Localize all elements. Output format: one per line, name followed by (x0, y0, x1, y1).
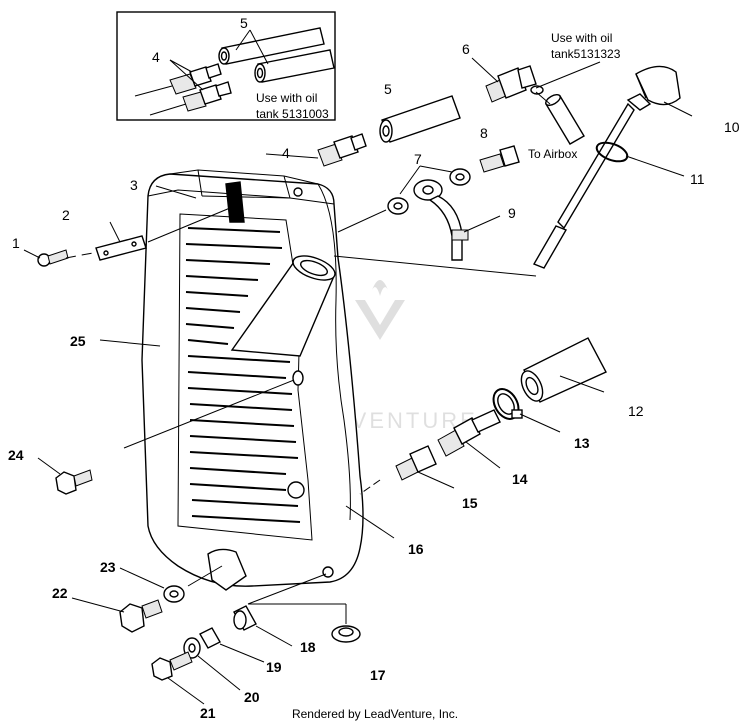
callout-12: 12 (628, 403, 644, 419)
callout-10: 10 (724, 119, 740, 135)
airbox-hose (545, 94, 585, 145)
inset-note-line1: Use with oil (256, 91, 317, 105)
elbow-fitting-6 (485, 65, 544, 103)
callout-11: 11 (690, 171, 705, 187)
callout-17: 17 (370, 667, 386, 683)
inset-hose-upper (218, 27, 325, 65)
oil-tank-16 (141, 169, 364, 591)
inset-fitting-lower (182, 81, 232, 112)
inset-box: 4 5 Use with oil tank 5131003 (116, 11, 336, 121)
bolt-21 (151, 651, 193, 681)
callout-21: 21 (200, 705, 216, 721)
callout-25: 25 (70, 333, 86, 349)
callout-2: 2 (62, 207, 70, 223)
hose-5 (379, 95, 461, 143)
callout-15: 15 (462, 495, 478, 511)
dipstick-10 (532, 65, 681, 269)
callout-3: 3 (130, 177, 138, 193)
callout-19: 19 (266, 659, 282, 675)
washer-23 (163, 585, 185, 603)
callout-23: 23 (100, 559, 116, 575)
bracket-2 (95, 235, 147, 261)
washer-7-left (387, 197, 409, 215)
callout-1: 1 (12, 235, 20, 251)
callout-4: 4 (282, 145, 290, 161)
inset-note-line2: tank 5131003 (256, 107, 329, 121)
credit-text: Rendered by LeadVenture, Inc. (291, 707, 459, 721)
fitting-14 (437, 409, 501, 457)
inset-hose-lower (254, 49, 335, 83)
bushing-18 (233, 605, 257, 631)
top-note-line1: Use with oil (551, 31, 612, 45)
callout-5: 5 (384, 81, 392, 97)
washer-7-right (449, 168, 471, 186)
airbox-label: To Airbox (528, 147, 577, 161)
banjo-fitting-9 (413, 179, 469, 261)
callout-6: 6 (462, 41, 470, 57)
hose-12 (520, 337, 607, 403)
hose-clamp-13 (492, 388, 523, 420)
fitting-4 (317, 133, 367, 167)
inset-fitting-upper (169, 63, 222, 95)
callout-22: 22 (52, 585, 68, 601)
callout-20: 20 (244, 689, 260, 705)
callout-7: 7 (414, 151, 422, 167)
fitting-15 (395, 445, 437, 481)
callout-16: 16 (408, 541, 424, 557)
callout-4-inset: 4 (152, 49, 160, 65)
screw-24 (55, 469, 93, 495)
top-note-line2: tank5131323 (551, 47, 621, 61)
screw-1 (37, 249, 69, 267)
screw-8 (479, 145, 520, 173)
bolt-22 (119, 599, 163, 633)
o-ring-11 (595, 141, 629, 163)
spacer-19 (199, 627, 221, 649)
callout-8: 8 (480, 125, 488, 141)
callout-9: 9 (508, 205, 516, 221)
callout-24: 24 (8, 447, 24, 463)
callout-5-inset: 5 (240, 15, 248, 31)
tank-ribs (185, 227, 301, 523)
callout-18: 18 (300, 639, 316, 655)
callout-13: 13 (574, 435, 590, 451)
callout-14: 14 (512, 471, 528, 487)
grommet-17 (331, 625, 361, 643)
